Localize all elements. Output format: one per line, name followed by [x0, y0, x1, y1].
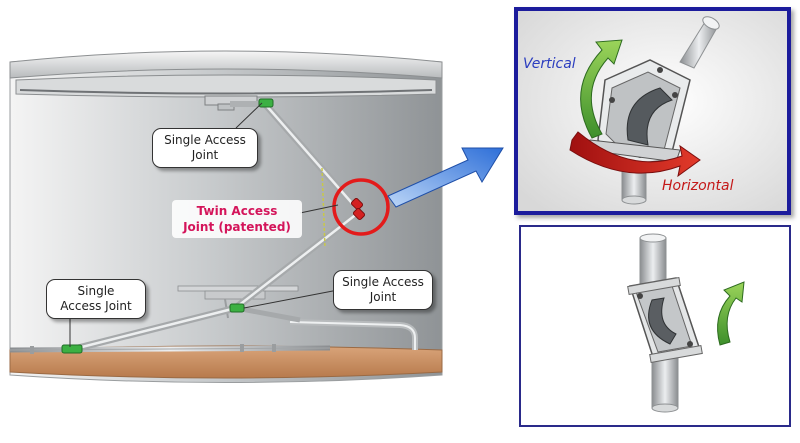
- joint-bottom-right-single: [229, 303, 245, 313]
- callout-top-single-access-joint: Single Access Joint: [152, 128, 258, 168]
- callout-twin-line2: Joint (patented): [183, 220, 291, 234]
- leader-top: [235, 102, 263, 129]
- tank-floor: [9, 345, 443, 379]
- twin-joint-model: [585, 16, 720, 205]
- callout-bottom-right-line2: Joint: [369, 290, 397, 304]
- joint-twin: [350, 197, 366, 221]
- callout-twin-line1: Twin Access: [196, 204, 278, 218]
- tank-roof: [9, 50, 443, 79]
- callout-top-line2: Joint: [191, 148, 219, 162]
- joint-bottom-left-single: [61, 344, 83, 354]
- pointer-arrow: [387, 147, 504, 208]
- leader-bottom-right: [243, 289, 339, 309]
- joint-top-single: [258, 98, 274, 108]
- callout-twin-access-joint: Twin Access Joint (patented): [172, 200, 302, 238]
- horizontal-label: Horizontal: [662, 178, 734, 194]
- twin-joint-highlight: [332, 178, 390, 236]
- vertical-rotation-arrow: [580, 39, 623, 139]
- leader-twin: [299, 204, 339, 214]
- horizontal-rotation-arrow: [569, 131, 701, 178]
- callout-bottom-right-line1: Single Access: [342, 275, 424, 289]
- roof-ring: [15, 74, 437, 98]
- callout-bottom-left-single-access-joint: Single Access Joint: [46, 279, 146, 319]
- single-joint-model: [627, 233, 703, 413]
- callout-bottom-right-single-access-joint: Single Access Joint: [333, 270, 433, 310]
- callout-top-line1: Single Access: [164, 133, 246, 147]
- vertical-label: Vertical: [523, 56, 576, 72]
- mid-support: [177, 285, 299, 292]
- swing-arm: [69, 101, 361, 354]
- callout-bottom-left-line1: Single: [77, 284, 115, 298]
- tilt-arrow: [717, 281, 745, 346]
- callout-bottom-left-line2: Access Joint: [60, 299, 132, 313]
